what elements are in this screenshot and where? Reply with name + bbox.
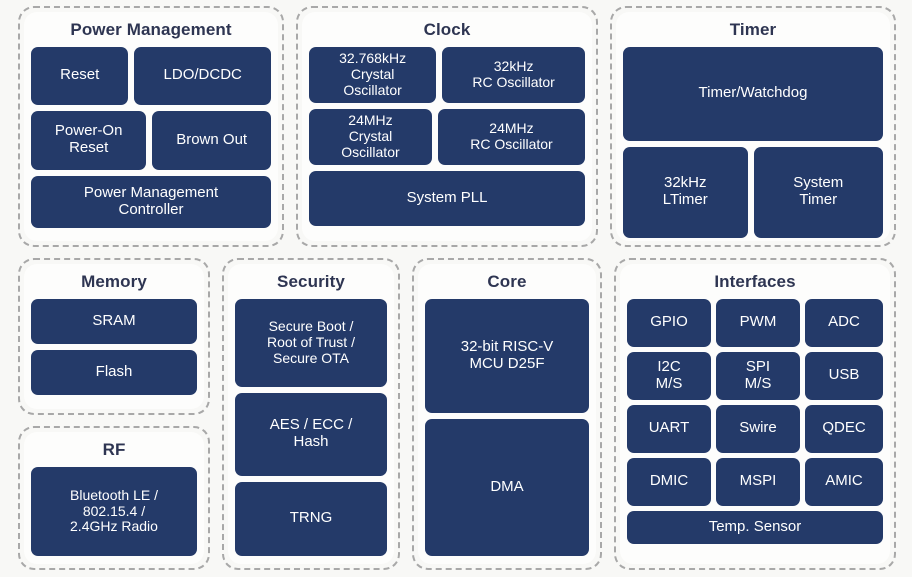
group-timer: Timer Timer/Watchdog 32kHz LTimer System… xyxy=(610,6,896,247)
block-gpio[interactable]: GPIO xyxy=(627,298,711,347)
block-uart[interactable]: UART xyxy=(627,404,711,453)
block-amic[interactable]: AMIC xyxy=(805,457,883,506)
block-usb[interactable]: USB xyxy=(805,351,883,400)
block-dma[interactable]: DMA xyxy=(425,418,589,556)
block-power-management-controller[interactable]: Power Management Controller xyxy=(31,175,271,228)
group-title-power-management: Power Management xyxy=(70,20,232,39)
block-flash[interactable]: Flash xyxy=(31,349,197,395)
block-ldo-dcdc[interactable]: LDO/DCDC xyxy=(134,46,271,105)
block-trng[interactable]: TRNG xyxy=(235,481,387,556)
group-title-interfaces: Interfaces xyxy=(714,272,796,291)
block-reset[interactable]: Reset xyxy=(31,46,129,105)
block-32khz-ltimer[interactable]: 32kHz LTimer xyxy=(623,146,748,238)
group-interfaces: Interfaces GPIO PWM ADC I2C M/S SPI M/S … xyxy=(614,258,896,570)
block-32-bit-risc-v-mcu-d25f[interactable]: 32-bit RISC-V MCU D25F xyxy=(425,298,589,413)
group-title-memory: Memory xyxy=(81,272,147,291)
block-dmic[interactable]: DMIC xyxy=(627,457,711,506)
block-secure-boot-root-of-trust-secure-ota[interactable]: Secure Boot / Root of Trust / Secure OTA xyxy=(235,298,387,387)
block-32khz-rc-oscillator[interactable]: 32kHz RC Oscillator xyxy=(442,46,585,103)
group-title-rf: RF xyxy=(102,440,126,459)
block-i2c[interactable]: I2C M/S xyxy=(627,351,711,400)
block-aes-ecc-hash[interactable]: AES / ECC / Hash xyxy=(235,392,387,476)
block-system-pll[interactable]: System PLL xyxy=(309,170,585,226)
block-32768khz-crystal-oscillator[interactable]: 32.768kHz Crystal Oscillator xyxy=(309,46,437,103)
block-bluetooth-le-radio[interactable]: Bluetooth LE / 802.15.4 / 2.4GHz Radio xyxy=(31,466,197,556)
group-security: Security Secure Boot / Root of Trust / S… xyxy=(222,258,400,570)
group-title-core: Core xyxy=(487,272,527,291)
block-timer-watchdog[interactable]: Timer/Watchdog xyxy=(623,46,883,141)
block-power-on-reset[interactable]: Power-On Reset xyxy=(31,110,147,170)
block-qdec[interactable]: QDEC xyxy=(805,404,883,453)
group-title-timer: Timer xyxy=(729,20,777,39)
block-adc[interactable]: ADC xyxy=(805,298,883,347)
block-24mhz-rc-oscillator[interactable]: 24MHz RC Oscillator xyxy=(437,108,586,165)
block-system-timer[interactable]: System Timer xyxy=(753,146,884,238)
group-core: Core 32-bit RISC-V MCU D25F DMA xyxy=(412,258,602,570)
group-clock: Clock 32.768kHz Crystal Oscillator 32kHz… xyxy=(296,6,598,247)
group-title-clock: Clock xyxy=(423,20,471,39)
block-24mhz-crystal-oscillator[interactable]: 24MHz Crystal Oscillator xyxy=(309,108,432,165)
block-brown-out[interactable]: Brown Out xyxy=(152,110,271,170)
block-sram[interactable]: SRAM xyxy=(31,298,197,344)
block-temp-sensor[interactable]: Temp. Sensor xyxy=(627,510,883,544)
group-title-security: Security xyxy=(277,272,345,291)
group-power-management: Power Management Reset LDO/DCDC Power-On… xyxy=(18,6,284,247)
block-mspi[interactable]: MSPI xyxy=(716,457,800,506)
group-rf: RF Bluetooth LE / 802.15.4 / 2.4GHz Radi… xyxy=(18,426,210,570)
block-pwm[interactable]: PWM xyxy=(716,298,800,347)
group-memory: Memory SRAM Flash xyxy=(18,258,210,415)
block-swire[interactable]: Swire xyxy=(716,404,800,453)
block-spi[interactable]: SPI M/S xyxy=(716,351,800,400)
